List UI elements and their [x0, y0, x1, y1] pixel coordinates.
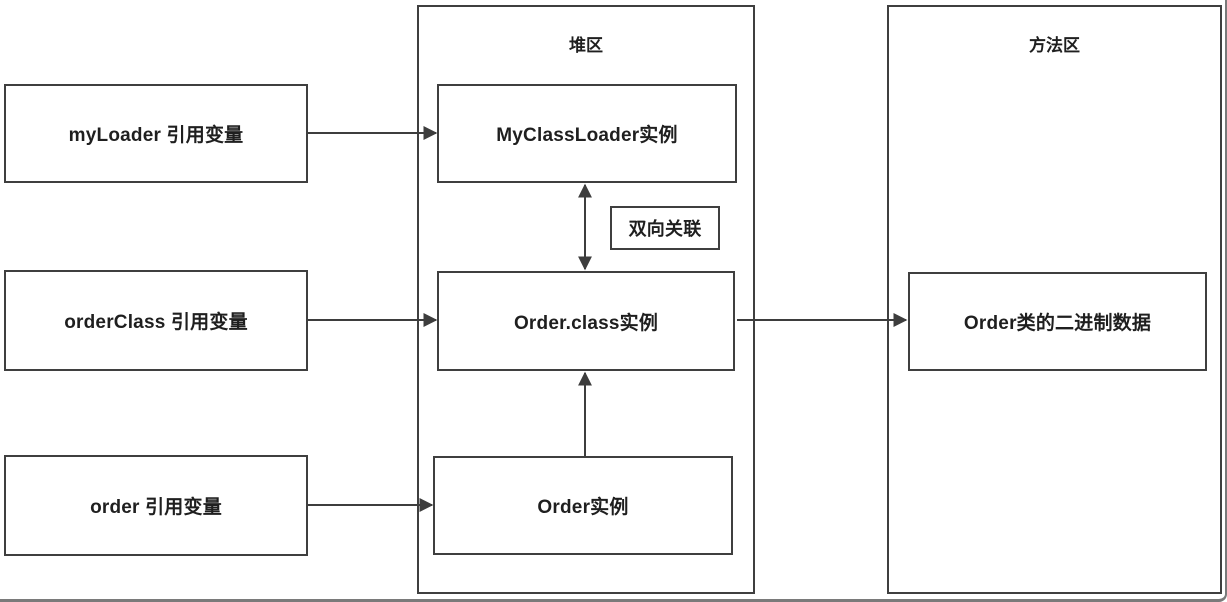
node-order-instance: Order实例 — [433, 456, 733, 555]
heap-zone-title: 堆区 — [569, 36, 603, 55]
node-orderclass-ref: orderClass 引用变量 — [4, 270, 308, 371]
node-myclassloader-instance: MyClassLoader实例 — [437, 84, 737, 183]
node-order-binary-data: Order类的二进制数据 — [908, 272, 1207, 371]
method-zone-title: 方法区 — [1029, 36, 1080, 55]
bidirectional-relation-label: 双向关联 — [610, 206, 720, 250]
node-myloader-ref: myLoader 引用变量 — [4, 84, 308, 183]
node-order-ref: order 引用变量 — [4, 455, 308, 556]
node-orderclass-instance: Order.class实例 — [437, 271, 735, 371]
